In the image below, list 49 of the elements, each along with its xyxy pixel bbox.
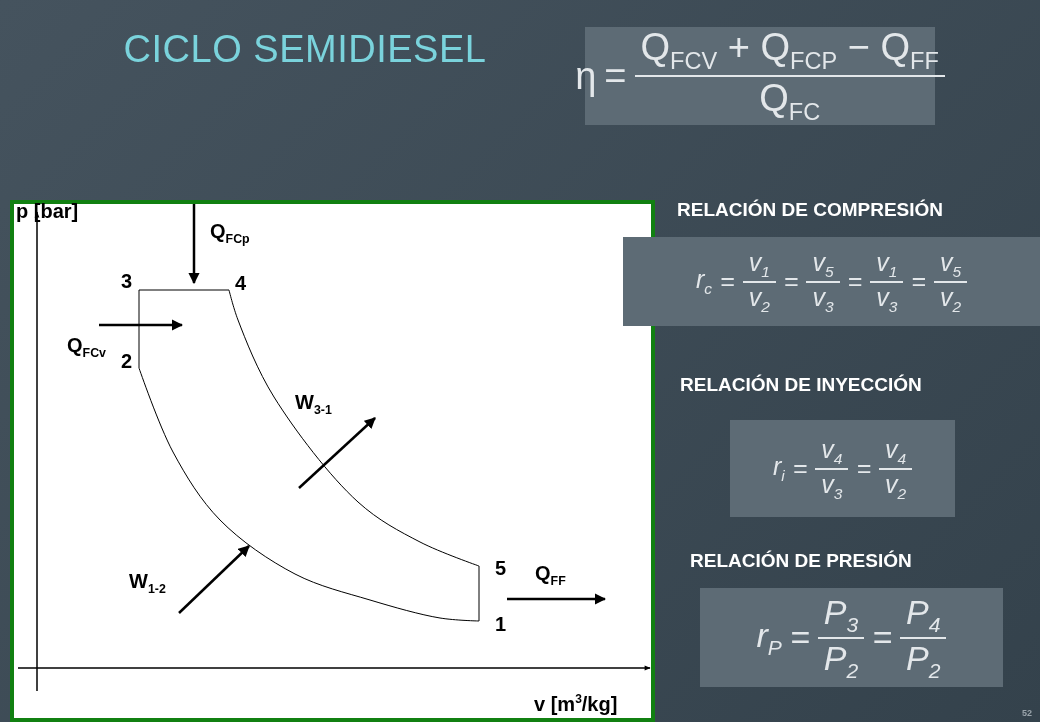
page-number: 52 bbox=[1022, 708, 1032, 718]
formula-term: r$_{c}$ bbox=[695, 265, 714, 298]
formula-term: = bbox=[791, 454, 809, 483]
formula-term: = bbox=[871, 618, 894, 657]
point-number: 5 bbox=[495, 557, 507, 580]
point-number: 2 bbox=[121, 350, 133, 373]
formula-term: = bbox=[603, 54, 628, 98]
formula-term: = bbox=[910, 267, 927, 296]
fraction-numerator: v$_{1}$ bbox=[742, 247, 776, 283]
formula-term: r$_{P}$ bbox=[755, 615, 783, 660]
fraction-denominator: v$_{2}$ bbox=[938, 282, 962, 316]
fraction-denominator: v$_{3}$ bbox=[811, 282, 835, 316]
heat-label: Q$_{FF}$ bbox=[535, 562, 566, 588]
fraction-denominator: v$_{2}$ bbox=[884, 469, 908, 503]
fraction-denominator: Q$_{FC}$ bbox=[758, 77, 822, 126]
fraction-numerator: v$_{5}$ bbox=[806, 247, 840, 283]
fraction-numerator: v$_{1}$ bbox=[870, 247, 904, 283]
work-label: W$_{3-1}$ bbox=[295, 391, 332, 417]
fraction-denominator: v$_{2}$ bbox=[747, 282, 771, 316]
section-heading: RELACIÓN DE COMPRESIÓN bbox=[677, 199, 944, 221]
fraction-denominator: v$_{3}$ bbox=[875, 282, 899, 316]
axis-label: v [m$^{3}$/kg] bbox=[534, 692, 618, 716]
formula-term: r$_{i}$ bbox=[771, 452, 786, 485]
formula-term: = bbox=[719, 267, 736, 296]
plot-panel bbox=[10, 200, 655, 722]
formula-term: = bbox=[782, 267, 800, 296]
section-heading: RELACIÓN DE PRESIÓN bbox=[690, 550, 912, 572]
point-number: 4 bbox=[235, 272, 247, 295]
fraction-numerator: P$_{3}$ bbox=[817, 592, 865, 639]
heat-label: Q$_{FCv}$ bbox=[67, 334, 106, 360]
formula-term: = bbox=[846, 267, 864, 296]
fraction-denominator: v$_{3}$ bbox=[820, 469, 844, 503]
axis-label: p [bar] bbox=[16, 200, 79, 223]
fraction-denominator: P$_{2}$ bbox=[822, 638, 860, 683]
fraction-denominator: P$_{2}$ bbox=[905, 638, 942, 683]
fraction-numerator: v$_{5}$ bbox=[933, 247, 967, 283]
formula-term: = bbox=[788, 618, 811, 657]
point-number: 1 bbox=[495, 613, 507, 636]
fraction-numerator: v$_{4}$ bbox=[815, 434, 849, 470]
heat-label: Q$_{FCp}$ bbox=[210, 220, 250, 246]
fraction-numerator: P$_{4}$ bbox=[900, 592, 947, 639]
section-heading: RELACIÓN DE INYECCIÓN bbox=[680, 374, 922, 396]
fraction-numerator: v$_{4}$ bbox=[879, 434, 913, 470]
work-label: W$_{1-2}$ bbox=[129, 570, 166, 596]
formula-term: η bbox=[574, 54, 598, 98]
fraction-numerator: Q$_{FCV}$ + Q$_{FCP}$ − Q$_{FF}$ bbox=[634, 26, 945, 77]
slide-title: CICLO SEMIDIESEL bbox=[122, 28, 488, 71]
point-number: 3 bbox=[121, 270, 133, 293]
formula-term: = bbox=[855, 454, 872, 483]
